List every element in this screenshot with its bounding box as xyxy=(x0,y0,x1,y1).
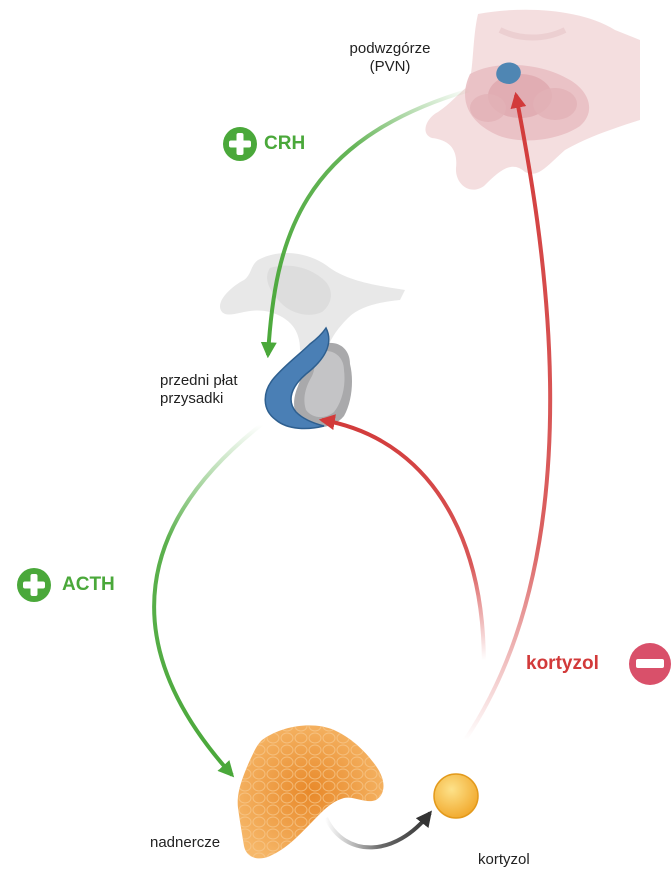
pituitary-label: przedni płat przysadki xyxy=(160,372,260,408)
crh-label: CRH xyxy=(264,133,305,155)
pituitary-label-line2: przysadki xyxy=(160,390,260,408)
hypothalamus-label-line2: (PVN) xyxy=(340,58,440,76)
cortisol-molecule-label: kortyzol xyxy=(478,851,530,869)
plus-circle-icon xyxy=(17,568,51,602)
acth-arrow xyxy=(154,424,262,775)
hypothalamus-label: podwzgórze (PVN) xyxy=(340,40,440,76)
adrenal-label: nadnercze xyxy=(150,834,220,852)
cortisol-molecule xyxy=(434,774,478,818)
hypothalamus-illustration xyxy=(425,10,640,190)
cortisol-feedback-pituitary-arrow xyxy=(322,420,484,720)
pituitary-label-line1: przedni płat xyxy=(160,372,260,390)
cortisol-secretion-arrow xyxy=(326,813,430,847)
cortisol-feedback-label: kortyzol xyxy=(526,653,599,675)
acth-label: ACTH xyxy=(62,574,115,596)
plus-circle-icon xyxy=(223,127,257,161)
hypothalamus-label-line1: podwzgórze xyxy=(340,40,440,58)
cortisol-feedback-hypothalamus-arrow xyxy=(465,95,550,740)
adrenal-illustration xyxy=(238,725,384,858)
minus-circle-icon xyxy=(629,643,671,685)
